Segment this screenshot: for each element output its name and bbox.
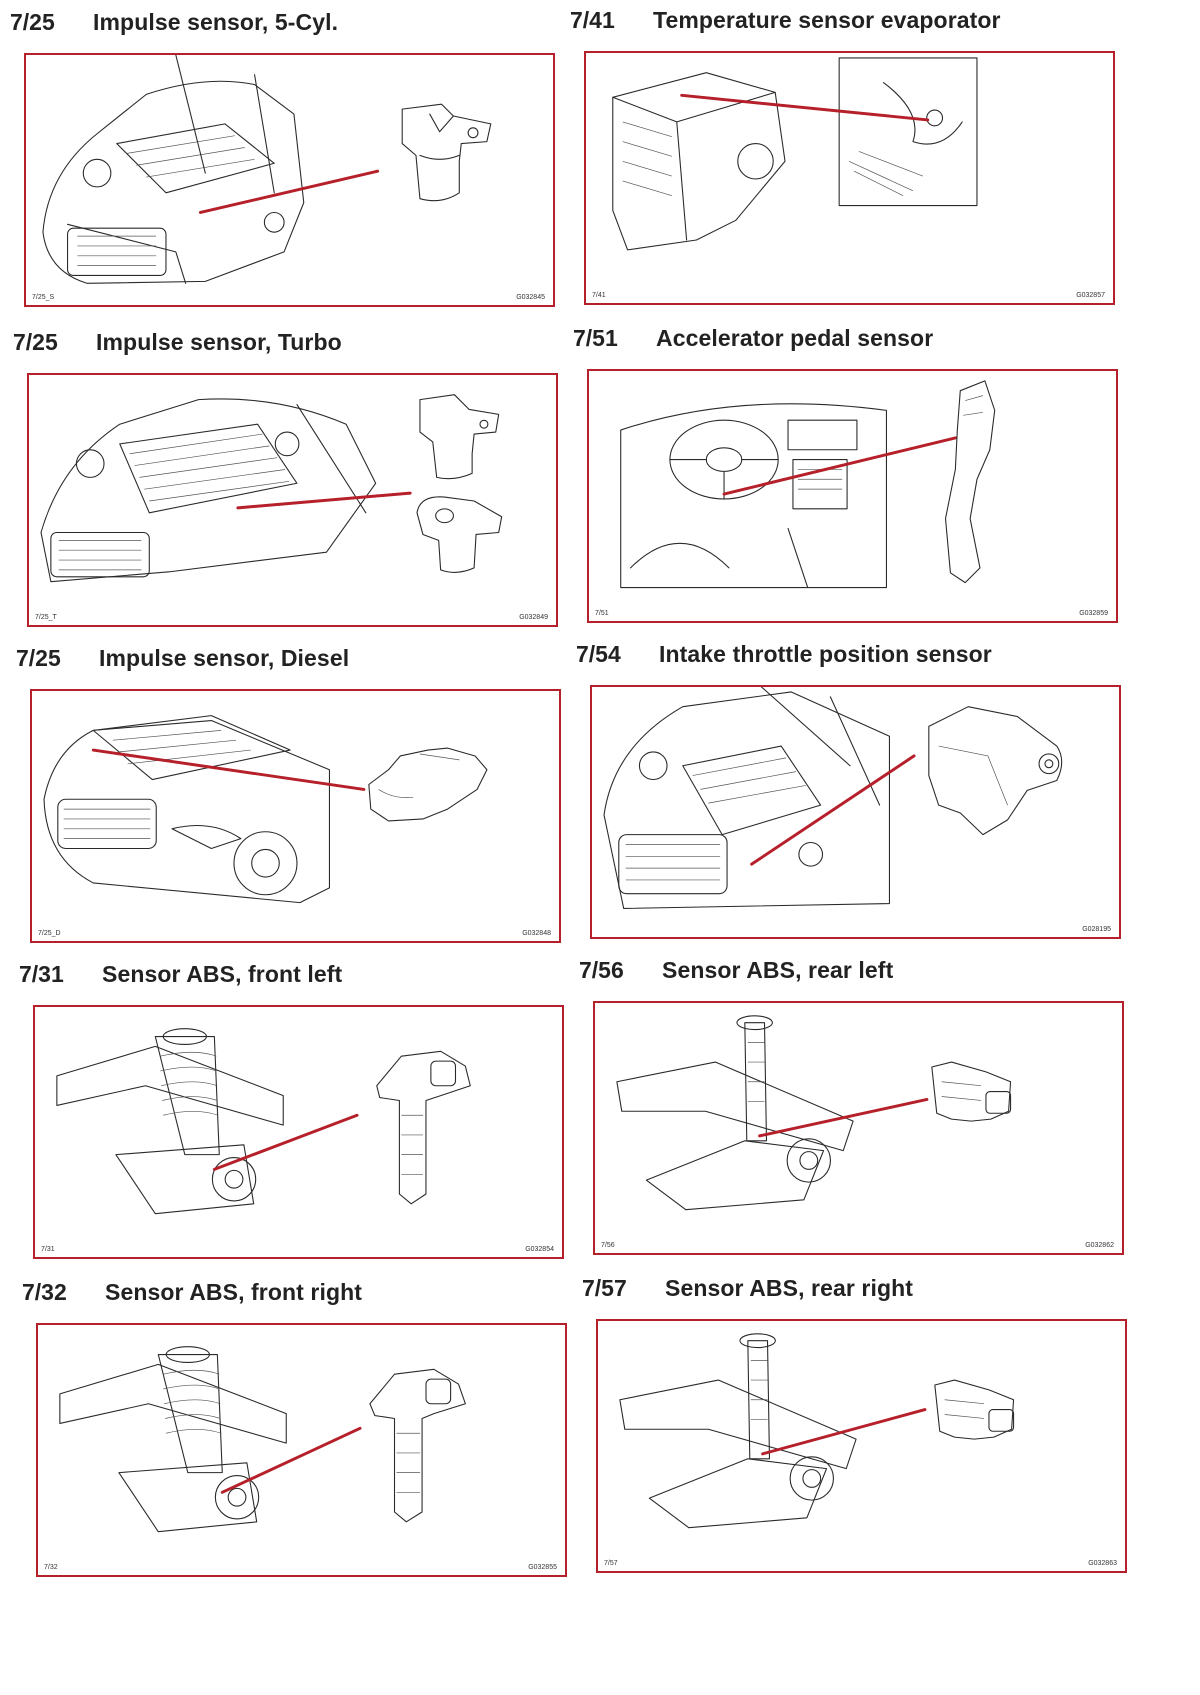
panel-impulse-sensor-turbo: 7/25 Impulse sensor, Turbo 7/25_T G03284… <box>13 322 558 652</box>
panel-title: Impulse sensor, Turbo <box>96 328 342 355</box>
panel-header: 7/51 Accelerator pedal sensor <box>573 318 933 358</box>
rear-suspension-illustration <box>619 1333 1015 1529</box>
panel-accelerator-pedal-sensor: 7/51 Accelerator pedal sensor 7/51 G0328… <box>573 318 1118 648</box>
panel-header: 7/41 Temperature sensor evaporator <box>570 0 1001 40</box>
panel-title: Temperature sensor evaporator <box>653 6 1001 33</box>
panel-title: Sensor ABS, front left <box>102 960 343 987</box>
illustration-frame: G028195 <box>590 685 1121 939</box>
panel-title: Impulse sensor, Diesel <box>99 644 350 671</box>
panel-impulse-sensor-diesel: 7/25 Impulse sensor, Diesel 7/25_D G0328… <box>16 638 561 968</box>
illustration-frame: 7/51 G032859 <box>587 369 1118 623</box>
panel-code: 7/57 <box>582 1274 627 1301</box>
figure-ref-left: 7/51 <box>595 610 609 617</box>
panel-header: 7/25 Impulse sensor, Turbo <box>13 322 342 362</box>
car-front-illustration <box>43 715 488 904</box>
figure-ref-right: G032859 <box>1079 610 1108 617</box>
panel-header: 7/56 Sensor ABS, rear left <box>579 950 893 990</box>
figure-ref-right: G032849 <box>519 614 548 621</box>
illustration-frame: 7/32 G032855 <box>36 1323 567 1577</box>
panel-title: Sensor ABS, rear right <box>665 1274 914 1301</box>
figure-ref-right: G032848 <box>522 930 551 937</box>
panel-intake-throttle-position-sensor: 7/54 Intake throttle position sensor G02… <box>576 634 1121 964</box>
panel-sensor-abs-rear-left: 7/56 Sensor ABS, rear left 7/56 G032862 <box>579 950 1124 1280</box>
panel-title: Accelerator pedal sensor <box>656 324 934 351</box>
panel-title: Sensor ABS, rear left <box>662 956 894 983</box>
illustration-frame: 7/56 G032862 <box>593 1001 1124 1255</box>
figure-ref-left: 7/25_T <box>35 614 57 621</box>
panel-code: 7/31 <box>19 960 64 987</box>
rear-suspension-illustration <box>616 1015 1012 1211</box>
figure-ref-left: 7/25_D <box>38 930 61 937</box>
figure-ref-right: G032855 <box>528 1564 557 1571</box>
panel-title: Sensor ABS, front right <box>105 1278 363 1305</box>
panel-code: 7/25 <box>16 644 61 671</box>
figure-ref-right: G028195 <box>1082 926 1111 933</box>
panel-header: 7/25 Impulse sensor, 5-Cyl. <box>10 2 338 42</box>
panel-sensor-abs-front-right: 7/32 Sensor ABS, front right 7/32 G03285… <box>22 1272 567 1602</box>
figure-ref-right: G032863 <box>1088 1560 1117 1567</box>
panel-title: Impulse sensor, 5-Cyl. <box>93 8 339 35</box>
panel-impulse-sensor-5cyl: 7/25 Impulse sensor, 5-Cyl. 7/25_S G0328… <box>10 2 555 332</box>
figure-ref-left: 7/31 <box>41 1246 55 1253</box>
figure-ref-right: G032854 <box>525 1246 554 1253</box>
panel-code: 7/54 <box>576 640 621 667</box>
panel-code: 7/51 <box>573 324 618 351</box>
panel-code: 7/25 <box>10 8 55 35</box>
panel-header: 7/57 Sensor ABS, rear right <box>582 1268 913 1308</box>
panel-sensor-abs-front-left: 7/31 Sensor ABS, front left 7/31 G032854 <box>19 954 564 1284</box>
front-suspension-illustration <box>56 1028 471 1215</box>
panel-code: 7/56 <box>579 956 624 983</box>
figure-ref-left: 7/32 <box>44 1564 58 1571</box>
panel-code: 7/32 <box>22 1278 67 1305</box>
illustration-frame: 7/25_D G032848 <box>30 689 561 943</box>
panel-sensor-abs-rear-right: 7/57 Sensor ABS, rear right 7/57 G032863 <box>582 1268 1127 1598</box>
engine-bay-illustration <box>603 687 1063 909</box>
evaporator-illustration <box>612 57 978 251</box>
figure-ref-right: G032845 <box>516 294 545 301</box>
figure-ref-right: G032857 <box>1076 292 1105 299</box>
illustration-frame: 7/25_T G032849 <box>27 373 558 627</box>
illustration-frame: 7/57 G032863 <box>596 1319 1127 1573</box>
figure-ref-right: G032862 <box>1085 1242 1114 1249</box>
panel-temperature-sensor-evaporator: 7/41 Temperature sensor evaporator 7/41 … <box>570 0 1115 330</box>
engine-bay-illustration <box>40 394 503 583</box>
panel-title: Intake throttle position sensor <box>659 640 992 667</box>
figure-ref-left: 7/56 <box>601 1242 615 1249</box>
front-suspension-illustration <box>59 1346 466 1533</box>
figure-ref-left: 7/25_S <box>32 294 55 301</box>
figure-ref-left: 7/57 <box>604 1560 618 1567</box>
engine-bay-illustration <box>42 55 492 284</box>
illustration-frame: 7/31 G032854 <box>33 1005 564 1259</box>
illustration-frame: 7/25_S G032845 <box>24 53 555 307</box>
panel-code: 7/25 <box>13 328 58 355</box>
panel-header: 7/31 Sensor ABS, front left <box>19 954 342 994</box>
figure-ref-left: 7/41 <box>592 292 606 299</box>
illustration-frame: 7/41 G032857 <box>584 51 1115 305</box>
panel-header: 7/25 Impulse sensor, Diesel <box>16 638 349 678</box>
panel-header: 7/32 Sensor ABS, front right <box>22 1272 362 1312</box>
dashboard-illustration <box>620 380 996 589</box>
panel-header: 7/54 Intake throttle position sensor <box>576 634 992 674</box>
panel-code: 7/41 <box>570 6 615 33</box>
